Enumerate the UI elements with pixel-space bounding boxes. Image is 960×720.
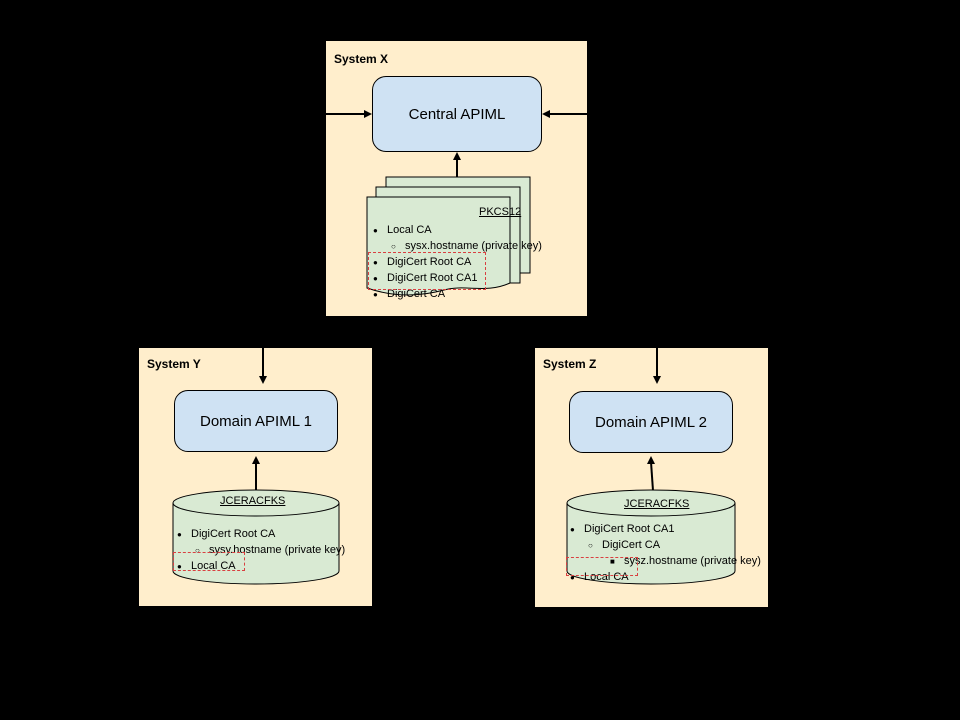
bullet-disc-icon — [177, 558, 191, 575]
arrow-pkcs12-to-central-apiml-line — [456, 158, 458, 184]
central-apiml-label: Central APIML — [408, 105, 506, 123]
bullet-square-icon — [610, 553, 624, 570]
bullet-disc-icon — [373, 270, 387, 287]
list-item-label: DigiCert Root CA — [191, 528, 276, 540]
system-y-keyring-cylinder — [172, 489, 340, 585]
domain-apiml-2-node[interactable]: Domain APIML 2 — [569, 391, 733, 453]
arrow-keyring-y-to-domain1-line — [255, 462, 257, 495]
system-y-label: System Y — [147, 357, 201, 371]
system-x-label: System X — [334, 52, 389, 66]
list-item-label: DigiCert Root CA1 — [584, 523, 675, 535]
bullet-disc-icon — [373, 222, 387, 239]
bullet-circle-icon — [391, 238, 405, 255]
arrow-right-into-central-apiml-head — [542, 110, 550, 118]
list-item: DigiCert Root CA — [373, 254, 542, 270]
bullet-circle-icon — [195, 542, 209, 559]
bullet-disc-icon — [570, 521, 584, 538]
system-y-keyring-title: JCERACFKS — [220, 495, 286, 507]
list-item-label: sysx.hostname (private key) — [405, 240, 542, 252]
list-item-label: sysy.hostname (private key) — [209, 544, 346, 556]
bullet-disc-icon — [373, 254, 387, 271]
arrow-left-into-central-apiml-line — [320, 113, 365, 115]
system-z-keyring-item-list: DigiCert Root CA1 DigiCert CA sysz.hostn… — [570, 521, 761, 585]
list-item: sysy.hostname (private key) — [177, 542, 345, 558]
list-item: DigiCert Root CA1 — [373, 270, 542, 286]
list-item: Local CA — [373, 222, 542, 238]
pkcs12-store-title: PKCS12 — [479, 206, 522, 218]
arrow-central-to-domain1-head — [259, 376, 267, 384]
list-item: sysx.hostname (private key) — [373, 238, 542, 254]
list-item-label: sysz.hostname (private key) — [624, 555, 761, 567]
bullet-circle-icon — [588, 537, 602, 554]
list-item-label: Local CA — [387, 224, 432, 236]
system-y-keyring-item-list: DigiCert Root CA sysy.hostname (private … — [177, 526, 345, 574]
list-item: DigiCert Root CA1 — [570, 521, 761, 537]
list-item-label: Local CA — [191, 560, 236, 572]
bullet-disc-icon — [570, 569, 584, 586]
system-z-keyring-title: JCERACFKS — [624, 498, 690, 510]
list-item: DigiCert CA — [373, 286, 542, 302]
list-item-label: DigiCert CA — [602, 539, 661, 551]
arrow-right-into-central-apiml-line — [550, 113, 595, 115]
list-item-label: DigiCert CA — [387, 288, 446, 300]
bullet-disc-icon — [373, 286, 387, 303]
central-apiml-node[interactable]: Central APIML — [372, 76, 542, 152]
domain-apiml-1-label: Domain APIML 1 — [200, 412, 312, 430]
arrow-central-to-domain2-head — [653, 376, 661, 384]
system-z-keyring-cylinder — [566, 489, 736, 585]
system-z-label: System Z — [543, 357, 597, 371]
list-item-label: DigiCert Root CA1 — [387, 272, 478, 284]
pkcs12-store-item-list: Local CA sysx.hostname (private key) Dig… — [373, 222, 542, 302]
pkcs12-document-stack — [366, 176, 531, 301]
arrow-pkcs12-to-central-apiml-head — [453, 152, 461, 160]
list-item: DigiCert CA — [570, 537, 761, 553]
list-item-label: DigiCert Root CA — [387, 256, 472, 268]
list-item: Local CA — [570, 569, 761, 585]
bullet-disc-icon — [177, 526, 191, 543]
arrow-central-to-domain2-line — [656, 333, 658, 378]
domain-apiml-1-node[interactable]: Domain APIML 1 — [174, 390, 338, 452]
arrow-left-into-central-apiml-head — [364, 110, 372, 118]
list-item-label: Local CA — [584, 571, 629, 583]
list-item: Local CA — [177, 558, 345, 574]
list-item: DigiCert Root CA — [177, 526, 345, 542]
domain-apiml-2-label: Domain APIML 2 — [595, 413, 707, 431]
arrow-central-to-domain1-line — [262, 333, 264, 378]
list-item: sysz.hostname (private key) — [570, 553, 761, 569]
arrow-keyring-y-to-domain1-head — [252, 456, 260, 464]
arrow-keyring-z-to-domain2-head — [647, 456, 655, 464]
